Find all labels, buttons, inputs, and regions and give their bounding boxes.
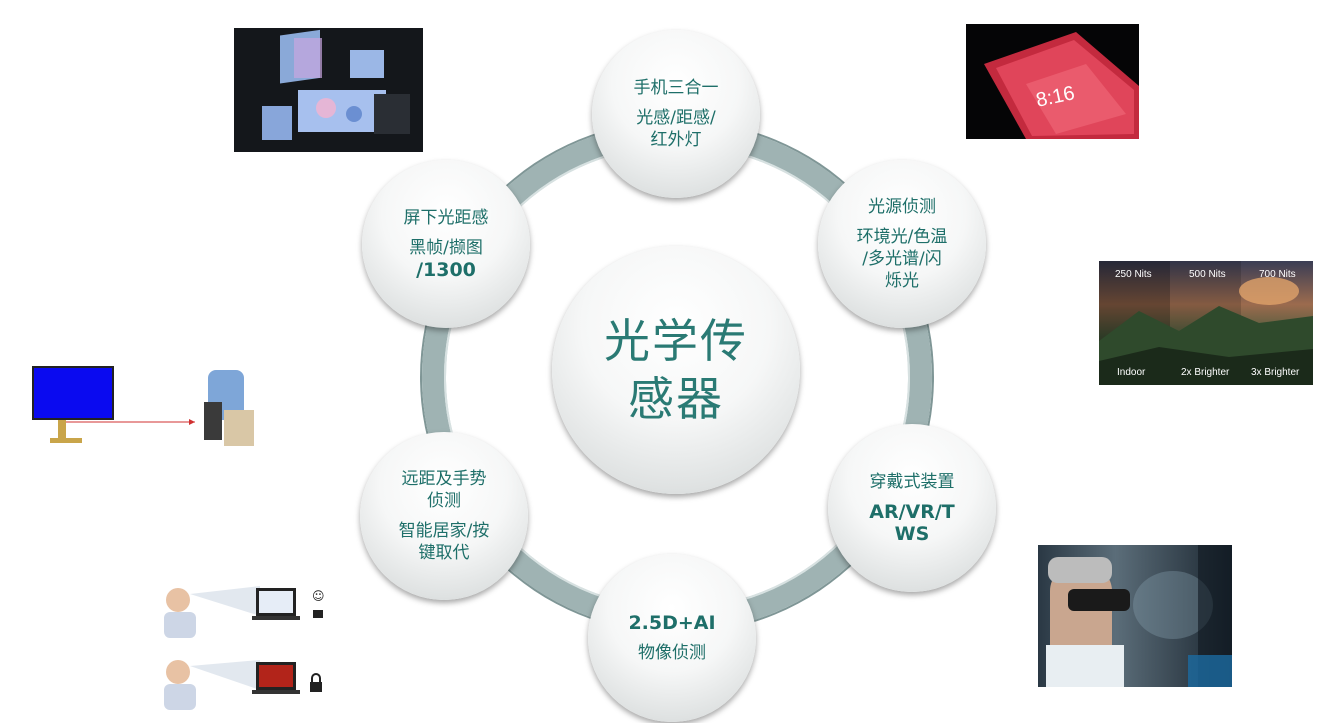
node-line: 环境光/色温 xyxy=(856,227,948,247)
node-line: 智能居家/按 xyxy=(398,521,490,541)
node-line: /1300 xyxy=(416,259,476,281)
brightness-comparison-image: 250 Nits 500 Nits 700 Nits Indoor 2x Bri… xyxy=(1099,261,1313,385)
smartphone-image xyxy=(966,24,1139,139)
laptop-unlock-image: ☺ xyxy=(160,568,360,718)
node-title: 光源侦测 xyxy=(868,197,936,217)
node-title: 手机三合一 xyxy=(633,78,719,98)
node-phone-3in1: 手机三合一 光感/距感/ 红外灯 xyxy=(592,30,760,198)
node-title: 远距及手势 xyxy=(401,469,487,489)
node-line: /多光谱/闪 xyxy=(862,249,942,269)
nits-label-3: 700 Nits xyxy=(1259,269,1296,280)
node-light-source-detection: 光源侦测 环境光/色温 /多光谱/闪 烁光 xyxy=(818,160,986,328)
nits-label-2: 500 Nits xyxy=(1189,269,1226,280)
nits-bottom-3: 3x Brighter xyxy=(1251,367,1300,378)
node-title-2: 侦测 xyxy=(427,491,461,511)
node-line: 键取代 xyxy=(418,543,470,563)
node-line: 光感/距感/ xyxy=(636,108,716,128)
node-title: 穿戴式装置 xyxy=(869,472,955,492)
center-node: 光学传 感器 xyxy=(552,246,800,494)
monitor-presence-image xyxy=(30,360,260,450)
node-line: 物像侦测 xyxy=(638,643,706,663)
node-line: WS xyxy=(894,523,930,545)
center-title-line1: 光学传 xyxy=(604,314,748,368)
node-wearables: 穿戴式装置 AR/VR/T WS xyxy=(828,424,996,592)
nits-bottom-1: Indoor xyxy=(1117,367,1146,378)
node-line: 黑帧/撷图 xyxy=(409,238,483,258)
node-remote-gesture: 远距及手势 侦测 智能居家/按 键取代 xyxy=(360,432,528,600)
node-line: 烁光 xyxy=(885,271,919,291)
node-title: 2.5D+AI xyxy=(628,612,716,634)
node-line: 红外灯 xyxy=(650,130,702,150)
nits-label-1: 250 Nits xyxy=(1115,269,1152,280)
foldable-phones-image xyxy=(234,28,423,152)
node-2-5d-ai: 2.5D+AI 物像侦测 xyxy=(588,554,756,722)
svg-text:☺: ☺ xyxy=(312,589,325,603)
center-title-line2: 感器 xyxy=(628,372,724,426)
node-title: 屏下光距感 xyxy=(403,208,489,228)
nits-bottom-2: 2x Brighter xyxy=(1181,367,1230,378)
vr-headset-image xyxy=(1038,545,1232,687)
node-line: AR/VR/T xyxy=(869,501,955,523)
node-under-display-sensor: 屏下光距感 黑帧/撷图 /1300 xyxy=(362,160,530,328)
